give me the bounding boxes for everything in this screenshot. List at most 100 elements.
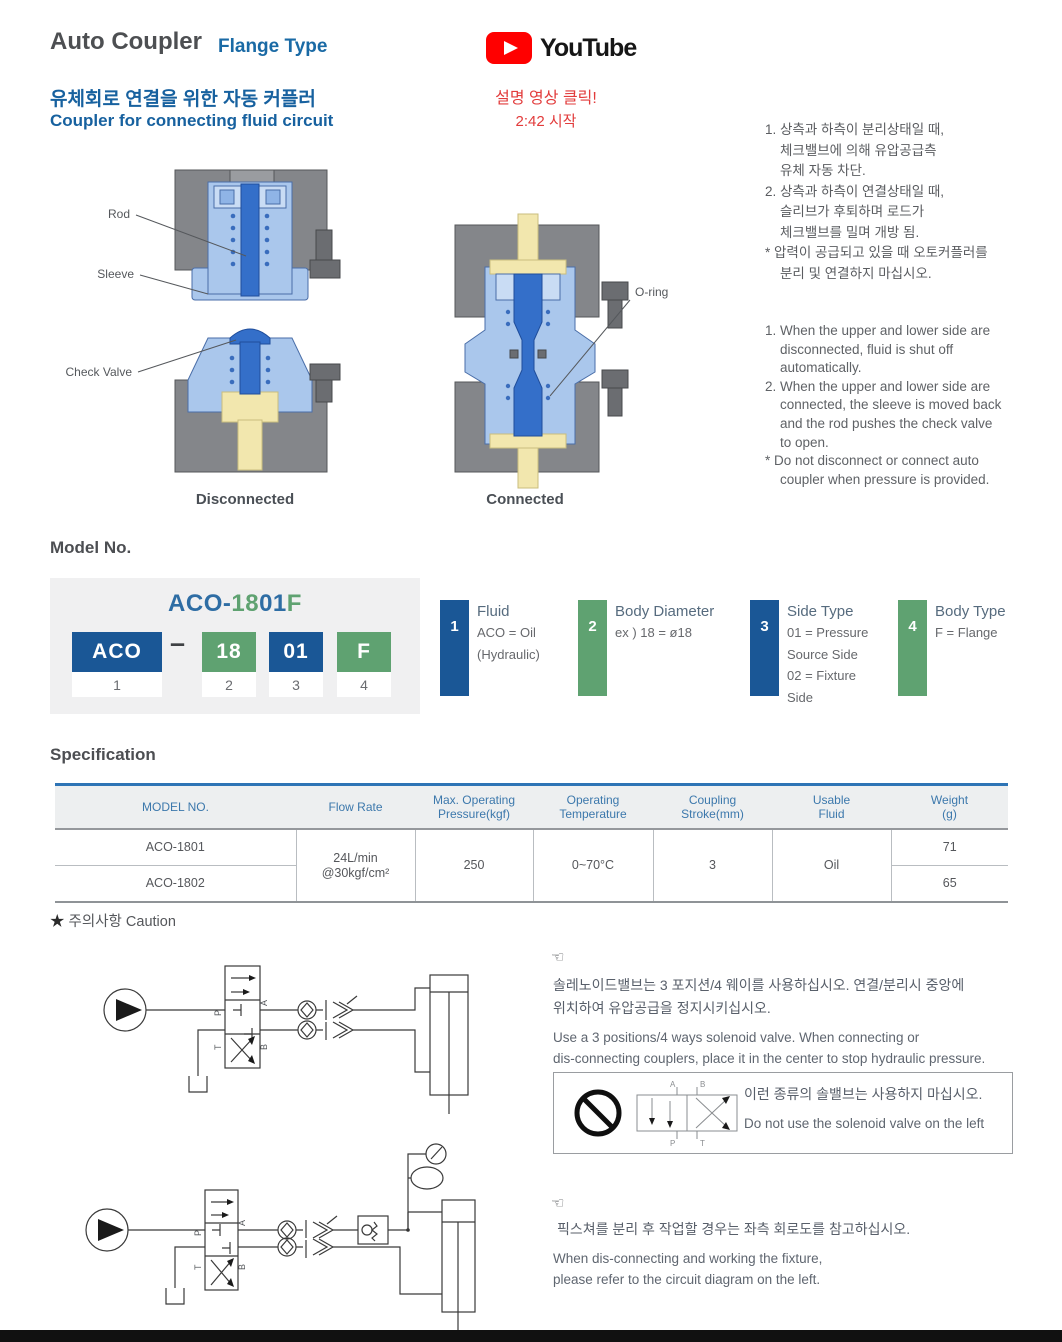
col-model-no: MODEL NO. [55, 784, 296, 830]
spec-row-aco-1802: ACO-1802 65 [55, 865, 1008, 902]
legend-line: ex ) 18 = ø18 [615, 625, 692, 640]
valve-port-p: P [670, 1139, 675, 1147]
prohibited-valve-symbol: A B P T [636, 1080, 738, 1147]
legend-item-fluid: Fluid ACO = Oil (Hydraulic) [477, 602, 540, 665]
valve-port-b: B [700, 1080, 705, 1089]
weight-cell: 71 [890, 829, 1008, 866]
notes-korean: 1. 상측과 하측이 분리상태일 때, 체크밸브에 의해 유압공급측 유체 자동… [765, 120, 988, 284]
youtube-timestamp[interactable]: 2:42 시작 [515, 113, 577, 130]
caution-block1-en: Use a 3 positions/4 ways solenoid valve.… [553, 1030, 986, 1066]
legend-line: 02 = Fixture [787, 668, 857, 683]
stroke-cell: 3 [652, 829, 772, 902]
flow-rate-cell: 24L/min@30kgf/cm² [295, 829, 415, 902]
note-line: * 압력이 공급되고 있을 때 오토커플러를 [765, 245, 988, 260]
col-flow-rate: Flow Rate [296, 784, 415, 830]
legend-line: 01 = Pressure [787, 625, 869, 640]
code-part-prefix: ACO- [168, 590, 232, 617]
note-line: 1. When the upper and lower side are [765, 323, 991, 338]
fluid-cell: Oil [771, 829, 891, 902]
code-box-01: 01 [269, 632, 323, 672]
warning-text-kr: 이런 종류의 솔밸브는 사용하지 마십시오. [744, 1086, 983, 1102]
note-line: and the rod pushes the check valve [780, 415, 993, 431]
legend-title: Side Type [787, 603, 854, 620]
legend-line: Source Side [787, 646, 858, 662]
pressure-cell: 250 [414, 829, 533, 902]
note-line: 2. 상측과 하측이 연결상태일 때, [765, 183, 945, 199]
legend-line: Side [787, 689, 814, 705]
caution-block2-kr: 픽스쳐를 분리 후 작업할 경우는 좌측 회로도를 참고하십시오. [557, 1221, 911, 1237]
note-line: 슬리브가 후퇴하며 로드가 [780, 204, 925, 219]
youtube-caption-kr[interactable]: 설명 영상 클릭! [495, 90, 597, 107]
legend-line: ACO = Oil [477, 625, 536, 640]
code-index-1: 1 [72, 672, 162, 697]
o-ring-label: O-ring [635, 285, 668, 299]
port-p-label: P [193, 1230, 203, 1236]
youtube-link[interactable]: YouTube [486, 32, 637, 64]
valve-port-t: T [700, 1139, 705, 1147]
col-weight: Weight(g) [891, 784, 1008, 830]
port-t-label: T [193, 1264, 203, 1270]
port-p-label: P [213, 1010, 223, 1016]
notes-english: 1. When the upper and lower side are dis… [765, 322, 1001, 489]
legend-bar-1: 1 [440, 600, 469, 696]
legend-bar-2: 2 [578, 600, 607, 696]
model-code-title: ACO-1801F [50, 590, 420, 618]
legend-title: Body Type [935, 603, 1006, 620]
note-line: 체크밸브에 의해 유압공급측 [780, 142, 937, 158]
warning-box: A B P T 이런 종류의 솔밸브는 사용하지 마십시오. Do not us… [553, 1072, 1013, 1154]
hand-icon: ☜ [551, 949, 565, 966]
note-line: automatically. [780, 360, 862, 376]
youtube-play-icon[interactable] [486, 32, 532, 64]
legend-title: Body Diameter [615, 603, 715, 620]
code-box-f: F [337, 632, 391, 672]
type-label: Flange Type [218, 36, 328, 57]
connected-cutaway-diagram: O-ring [454, 213, 668, 489]
hand-icon: ☜ [551, 1195, 565, 1212]
subtitle-korean: 유체회로 연결을 위한 자동 커플러 [50, 89, 316, 110]
caption-disconnected: Disconnected [195, 491, 295, 508]
legend-line: (Hydraulic) [477, 646, 540, 662]
model-no-heading: Model No. [50, 538, 132, 557]
caution-block2-en: When dis-connecting and working the fixt… [553, 1251, 823, 1287]
disconnected-cutaway-diagram: Rod Sleeve Check Valve [66, 169, 341, 473]
prohibition-icon [574, 1089, 622, 1137]
legend-item-body-type: Body Type F = Flange [935, 602, 1006, 644]
model-cell: ACO-1802 [145, 876, 205, 890]
legend-item-body-diameter: Body Diameter ex ) 18 = ø18 [615, 602, 714, 644]
note-line: 분리 및 연결하지 마십시오. [780, 265, 932, 281]
port-a-label: A [237, 1220, 247, 1226]
warning-text-en: Do not use the solenoid valve on the lef… [744, 1116, 985, 1131]
port-t-label: T [213, 1044, 223, 1050]
youtube-brand-label[interactable]: YouTube [540, 33, 637, 62]
caption-connected: Connected [486, 491, 564, 508]
note-line: 1. 상측과 하측이 분리상태일 때, [765, 122, 945, 137]
legend-bar-3: 3 [750, 600, 779, 696]
code-part-diameter: 18 [231, 590, 260, 617]
subtitle-english: Coupler for connecting fluid circuit [50, 111, 334, 130]
page-footer-bar [0, 1330, 1062, 1342]
caution-heading: ★ 주의사항 Caution [50, 914, 176, 930]
specification-heading: Specification [50, 745, 156, 764]
port-b-label: B [237, 1264, 247, 1270]
page-title: Auto Coupler [50, 28, 202, 55]
code-box-18: 18 [202, 632, 256, 672]
weight-cell: 65 [890, 865, 1008, 902]
note-line: * Do not disconnect or connect auto [765, 453, 979, 469]
code-part-side: 01 [259, 590, 287, 617]
model-code-panel: ACO-1801F ACO – 18 01 F 1 2 3 4 [50, 578, 420, 714]
spec-row-aco-1801: ACO-1801 24L/min@30kgf/cm² 250 0~70°C 3 … [55, 829, 1008, 902]
port-a-label: A [259, 1000, 269, 1006]
note-line: connected, the sleeve is moved back [780, 397, 1002, 413]
note-line: 유체 자동 차단. [780, 163, 866, 178]
caution-block1-kr: 솔레노이드밸브는 3 포지션/4 웨이를 사용하십시오. 연결/분리시 중앙에 … [553, 977, 965, 1016]
sleeve-label: Sleeve [97, 267, 134, 281]
code-index-2: 2 [202, 672, 256, 697]
circuit-diagram-disconnect: P T A B [85, 1143, 476, 1332]
legend-line: F = Flange [935, 625, 998, 640]
code-dash: – [170, 628, 186, 658]
